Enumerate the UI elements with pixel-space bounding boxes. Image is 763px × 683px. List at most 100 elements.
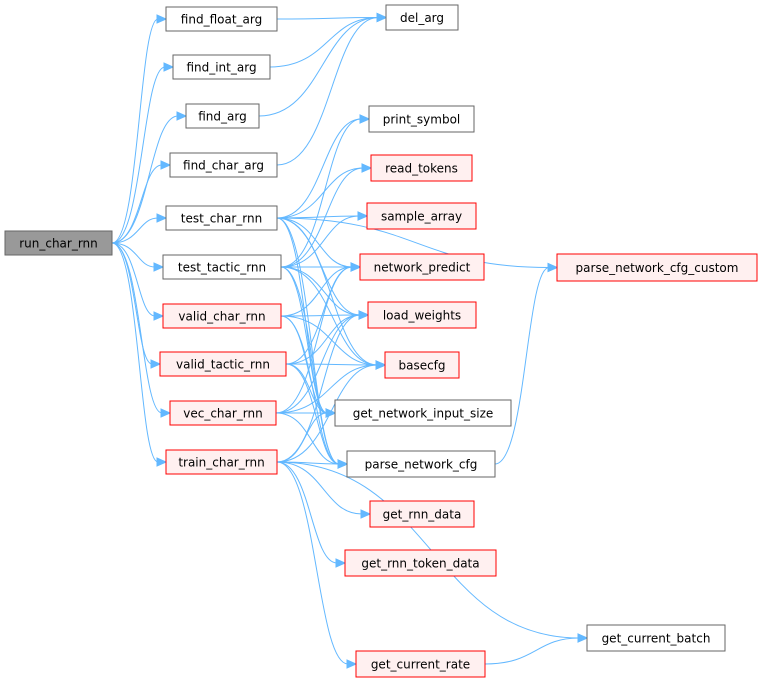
node-vec_char_rnn[interactable]: vec_char_rnn — [169, 400, 277, 426]
node-get_rnn_data[interactable]: get_rnn_data — [369, 500, 475, 528]
edge-train_char_rnn-to-get_rnn_data — [276, 461, 363, 515]
edge-test_tactic_rnn-to-read_tokens — [280, 167, 364, 268]
node-label-find_char_arg: find_char_arg — [183, 159, 264, 173]
edge-test_char_rnn-to-print_symbol — [276, 118, 362, 219]
node-load_weights[interactable]: load_weights — [367, 301, 477, 329]
node-find_arg[interactable]: find_arg — [185, 103, 260, 129]
node-box-del_arg[interactable] — [385, 4, 459, 31]
node-box-valid_tactic_rnn[interactable] — [159, 351, 287, 377]
arrowhead-test_tactic_rnn-to-read_tokens — [361, 163, 373, 173]
node-box-parse_network_cfg_custom[interactable] — [556, 253, 758, 282]
node-find_float_arg[interactable]: find_float_arg — [165, 6, 278, 32]
node-sample_array[interactable]: sample_array — [366, 202, 477, 230]
node-box-get_rnn_data[interactable] — [369, 500, 475, 528]
node-get_rnn_token_data[interactable]: get_rnn_token_data — [344, 549, 497, 577]
edge-test_tactic_rnn-to-parse_network_cfg — [280, 266, 340, 465]
node-find_int_arg[interactable]: find_int_arg — [172, 54, 271, 80]
arrowhead-train_char_rnn-to-basecfg — [375, 360, 387, 370]
arrowhead-train_char_rnn-to-load_weights — [358, 310, 370, 320]
arrowhead-get_current_rate-to-get_current_batch — [577, 633, 589, 643]
edge-get_current_rate-to-get_current_batch — [484, 637, 580, 665]
node-box-get_network_input_size[interactable] — [334, 399, 512, 427]
call-graph-edges — [111, 12, 589, 669]
node-test_char_rnn[interactable]: test_char_rnn — [165, 205, 278, 231]
edge-valid_tactic_rnn-to-parse_network_cfg — [285, 363, 340, 465]
node-basecfg[interactable]: basecfg — [384, 351, 460, 379]
edge-test_char_rnn-to-basecfg — [276, 217, 378, 366]
arrowhead-run_char_rnn-to-find_char_arg — [160, 160, 172, 170]
node-box-test_tactic_rnn[interactable] — [162, 254, 282, 280]
node-label-test_char_rnn: test_char_rnn — [181, 212, 262, 226]
edge-run_char_rnn-to-find_char_arg — [111, 164, 163, 244]
edge-find_arg-to-del_arg — [258, 17, 379, 117]
node-box-read_tokens[interactable] — [370, 154, 473, 182]
node-valid_tactic_rnn[interactable]: valid_tactic_rnn — [159, 351, 287, 377]
node-get_network_input_size[interactable]: get_network_input_size — [334, 399, 512, 427]
node-label-find_arg: find_arg — [198, 110, 246, 124]
node-box-test_char_rnn[interactable] — [165, 205, 278, 231]
node-valid_char_rnn[interactable]: valid_char_rnn — [162, 303, 282, 329]
node-label-test_tactic_rnn: test_tactic_rnn — [178, 261, 266, 275]
node-get_current_rate[interactable]: get_current_rate — [355, 650, 486, 678]
node-box-get_rnn_token_data[interactable] — [344, 549, 497, 577]
node-box-sample_array[interactable] — [366, 202, 477, 230]
edge-train_char_rnn-to-get_rnn_token_data — [276, 461, 338, 564]
node-box-get_current_batch[interactable] — [586, 624, 726, 652]
node-label-get_network_input_size: get_network_input_size — [353, 407, 494, 421]
edge-test_tactic_rnn-to-basecfg — [280, 266, 378, 366]
node-print_symbol[interactable]: print_symbol — [368, 105, 475, 133]
node-label-get_current_batch: get_current_batch — [602, 632, 711, 646]
node-test_tactic_rnn[interactable]: test_tactic_rnn — [162, 254, 282, 280]
edge-run_char_rnn-to-find_int_arg — [111, 66, 166, 244]
node-run_char_rnn[interactable]: run_char_rnn — [4, 230, 113, 256]
node-label-basecfg: basecfg — [398, 359, 445, 373]
node-find_char_arg[interactable]: find_char_arg — [169, 152, 278, 178]
node-box-network_predict[interactable] — [359, 253, 485, 281]
arrowhead-run_char_rnn-to-find_int_arg — [163, 62, 175, 72]
edge-test_tactic_rnn-to-print_symbol — [280, 118, 362, 268]
node-read_tokens[interactable]: read_tokens — [370, 154, 473, 182]
node-box-find_arg[interactable] — [185, 103, 260, 129]
edge-run_char_rnn-to-valid_char_rnn — [111, 242, 156, 317]
edge-run_char_rnn-to-test_tactic_rnn — [111, 242, 156, 268]
edge-valid_char_rnn-to-parse_network_cfg — [280, 315, 340, 465]
node-box-get_current_rate[interactable] — [355, 650, 486, 678]
node-box-valid_char_rnn[interactable] — [162, 303, 282, 329]
node-label-get_rnn_data: get_rnn_data — [383, 508, 462, 522]
node-label-run_char_rnn: run_char_rnn — [19, 237, 98, 251]
arrowhead-train_char_rnn-to-get_network_input_size — [325, 408, 337, 418]
node-box-basecfg[interactable] — [384, 351, 460, 379]
node-get_current_batch[interactable]: get_current_batch — [586, 624, 726, 652]
node-box-print_symbol[interactable] — [368, 105, 475, 133]
node-label-train_char_rnn: train_char_rnn — [178, 456, 264, 470]
arrowhead-run_char_rnn-to-test_char_rnn — [156, 213, 168, 223]
node-del_arg[interactable]: del_arg — [385, 4, 459, 31]
node-label-sample_array: sample_array — [381, 210, 462, 224]
node-parse_network_cfg[interactable]: parse_network_cfg — [346, 450, 496, 478]
edge-test_tactic_rnn-to-load_weights — [280, 266, 361, 316]
node-label-valid_char_rnn: valid_char_rnn — [178, 310, 265, 324]
node-box-run_char_rnn[interactable] — [4, 230, 113, 256]
arrowhead-run_char_rnn-to-find_float_arg — [156, 14, 168, 24]
node-label-print_symbol: print_symbol — [383, 113, 461, 127]
edge-parse_network_cfg-to-parse_network_cfg_custom — [494, 267, 550, 465]
arrowhead-run_char_rnn-to-test_tactic_rnn — [153, 262, 165, 272]
edge-train_char_rnn-to-get_current_rate — [276, 461, 349, 665]
node-box-parse_network_cfg[interactable] — [346, 450, 496, 478]
node-box-find_float_arg[interactable] — [165, 6, 278, 32]
edge-valid_char_rnn-to-load_weights — [280, 314, 361, 317]
node-box-vec_char_rnn[interactable] — [169, 400, 277, 426]
node-parse_network_cfg_custom[interactable]: parse_network_cfg_custom — [556, 253, 758, 282]
edge-test_char_rnn-to-network_predict — [276, 217, 353, 268]
node-label-read_tokens: read_tokens — [385, 162, 458, 176]
node-label-vec_char_rnn: vec_char_rnn — [183, 407, 263, 421]
node-box-find_char_arg[interactable] — [169, 152, 278, 178]
node-train_char_rnn[interactable]: train_char_rnn — [165, 449, 278, 475]
arrowhead-train_char_rnn-to-parse_network_cfg — [337, 459, 349, 469]
node-box-find_int_arg[interactable] — [172, 54, 271, 80]
node-box-train_char_rnn[interactable] — [165, 449, 278, 475]
edge-find_char_arg-to-del_arg — [276, 17, 379, 166]
arrowhead-train_char_rnn-to-get_rnn_data — [360, 509, 372, 519]
node-network_predict[interactable]: network_predict — [359, 253, 485, 281]
node-box-load_weights[interactable] — [367, 301, 477, 329]
